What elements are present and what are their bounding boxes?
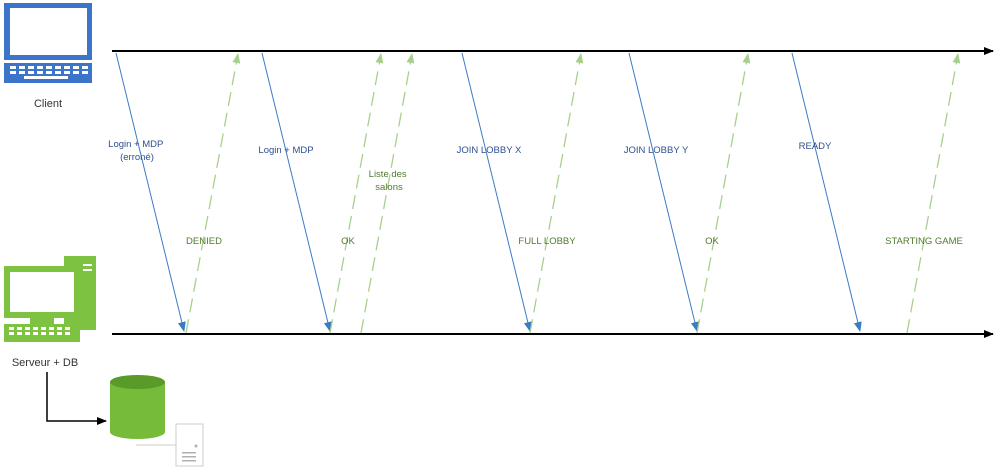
label-liste-des-salons-line-2: salons: [375, 182, 403, 193]
message-arrow-login-erroneous: [115, 52, 186, 332]
message-arrow-join-lobby-y: [628, 52, 699, 332]
server-db-connector: [46, 372, 107, 425]
label-ready: READY: [799, 141, 832, 152]
server-tower-icon: [136, 423, 204, 467]
label-login-erroneous: Login + MDP (erroné): [108, 139, 166, 163]
monitor-icon: [4, 3, 92, 83]
message-arrow-login: [261, 52, 332, 332]
message-arrow-join-lobby-x: [461, 52, 532, 332]
label-login-erroneous-line-2: (erroné): [120, 152, 154, 163]
database-icon: [110, 375, 165, 439]
label-liste-des-salons: Liste des salons: [369, 169, 410, 193]
message-arrow-ok-1: [329, 53, 384, 334]
label-denied: DENIED: [186, 236, 222, 247]
message-arrow-liste-des-salons: [360, 53, 415, 334]
message-arrow-ready: [791, 52, 862, 332]
label-join-lobby-x: JOIN LOBBY X: [457, 145, 522, 156]
message-arrow-denied: [185, 53, 241, 334]
label-join-lobby-y: JOIN LOBBY Y: [624, 145, 689, 156]
label-login: Login + MDP: [258, 145, 313, 156]
message-arrow-ok-2: [696, 53, 751, 334]
server-label: Serveur + DB: [12, 357, 78, 369]
client-label: Client: [34, 98, 62, 110]
message-arrow-starting-game: [906, 53, 961, 334]
label-ok-2: OK: [705, 236, 719, 247]
label-ok-1: OK: [341, 236, 355, 247]
label-full-lobby: FULL LOBBY: [518, 236, 576, 247]
label-login-erroneous-line-1: Login + MDP: [108, 139, 163, 150]
label-liste-des-salons-line-1: Liste des: [369, 169, 407, 180]
label-starting-game: STARTING GAME: [885, 236, 963, 247]
message-arrow-full-lobby: [529, 53, 584, 334]
computer-icon: [4, 256, 96, 342]
